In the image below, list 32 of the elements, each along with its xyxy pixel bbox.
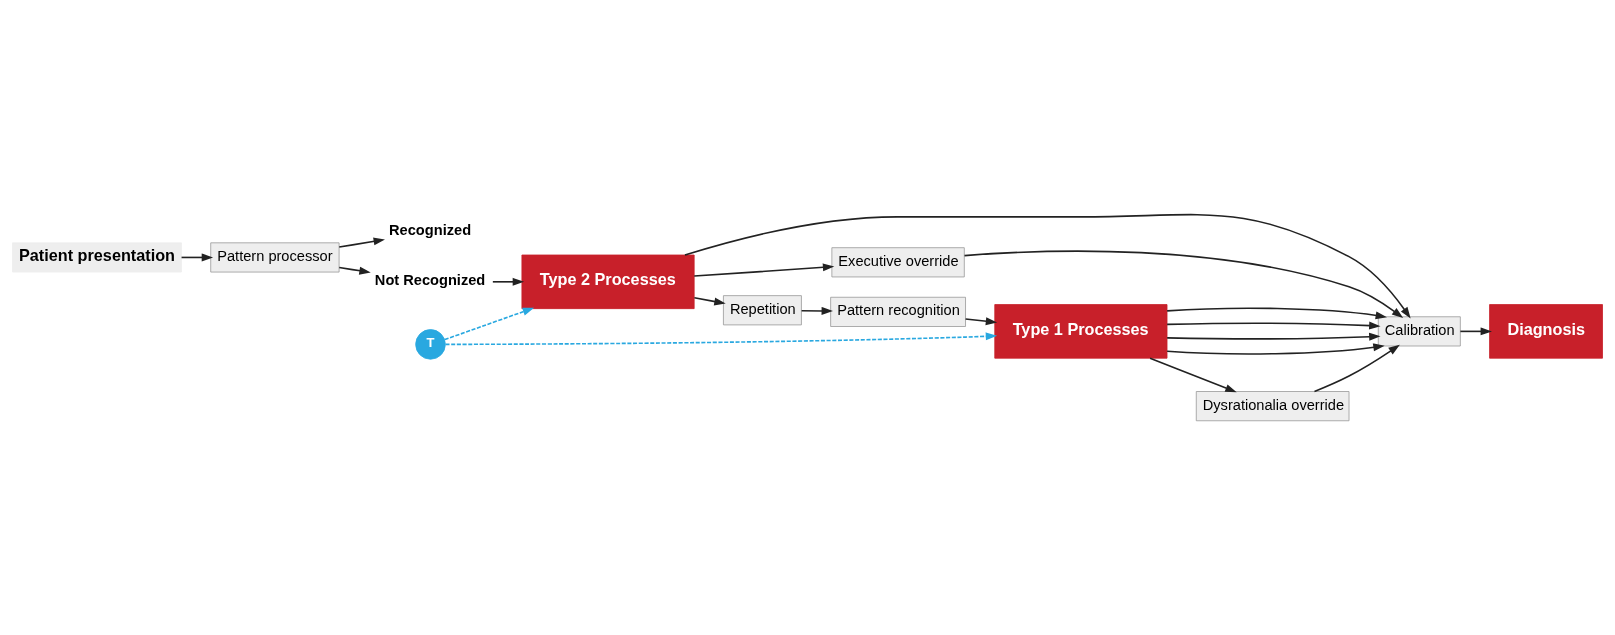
arrow <box>1166 307 1387 320</box>
node-box: Pattern processor <box>210 242 340 273</box>
arrow <box>1166 332 1381 341</box>
arrow <box>1166 343 1385 355</box>
node-box: Dysrationalia override <box>1195 391 1350 422</box>
arrow <box>180 253 214 262</box>
node-circle: T <box>415 329 446 360</box>
arrow <box>693 296 726 306</box>
arrow <box>1166 321 1381 330</box>
node-box: Type 2 Processes <box>521 254 695 310</box>
node-box: Executive override <box>831 247 965 278</box>
node-box: Type 1 Processes <box>994 304 1168 359</box>
node-text: Not Recognized <box>374 271 486 288</box>
arrow <box>1459 327 1492 336</box>
node-box: Calibration <box>1377 316 1461 347</box>
arrow <box>444 332 998 346</box>
arrow <box>964 317 998 326</box>
arrow <box>963 250 1404 319</box>
arrow <box>693 263 835 277</box>
node-box: Pattern recognition <box>830 296 966 327</box>
arrow <box>338 266 371 275</box>
arrow <box>1313 344 1400 393</box>
arrow <box>1149 357 1237 393</box>
node-box: Repetition <box>723 295 802 326</box>
arrow <box>444 307 535 341</box>
node-text: Recognized <box>389 222 472 239</box>
arrow <box>800 306 833 315</box>
node-box: Patient presentation <box>12 242 182 273</box>
arrow <box>684 213 1411 319</box>
arrow <box>492 277 525 286</box>
node-box: Diagnosis <box>1489 304 1603 359</box>
arrow <box>338 237 385 248</box>
